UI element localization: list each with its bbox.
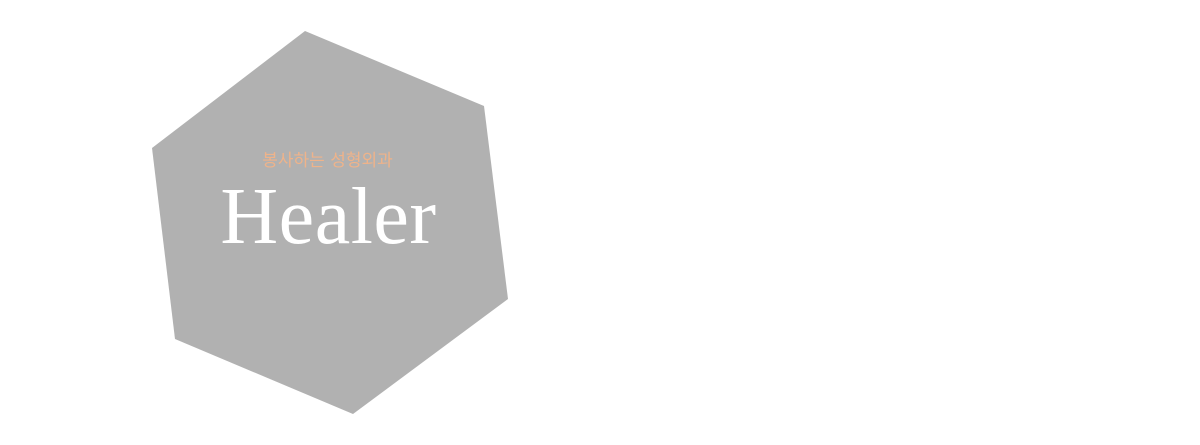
hexagon-polygon [152, 31, 508, 414]
hero-title: Healer [220, 173, 437, 261]
hexagon-content: 봉사하는 성형외과 Healer [152, 150, 507, 260]
hero-subtitle: 봉사하는 성형외과 [262, 151, 393, 171]
